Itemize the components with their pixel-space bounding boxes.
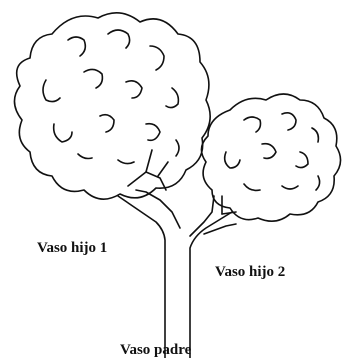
left-canopy-outline (13, 12, 211, 200)
left-canopy-inner-line (83, 68, 104, 89)
left-canopy-inner-line (52, 123, 73, 143)
parent-vessel-right-wall (189, 211, 233, 358)
child-vessel-2-upper-wall (189, 195, 215, 237)
child-vessel-2-label: Vaso hijo 2 (215, 264, 286, 280)
parent-vessel-left-wall (117, 195, 166, 358)
left-canopy-inner-line (149, 45, 165, 71)
right-canopy-inner-line (295, 151, 309, 169)
left-canopy-inner-line (125, 80, 143, 99)
left-canopy-inner-line (67, 36, 87, 57)
child-vessel-1-twig (157, 161, 169, 177)
child-vessel-1-lower-wall (135, 189, 181, 229)
child-vessel-2-lower-wall (203, 223, 237, 235)
left-canopy-inner-line (99, 113, 115, 133)
child-vessel-1-label: Vaso hijo 1 (37, 240, 108, 256)
right-canopy-inner-line (281, 185, 299, 190)
right-canopy-outline (200, 93, 342, 222)
left-canopy-inner-line (175, 139, 180, 157)
right-canopy-inner-line (311, 127, 320, 143)
left-canopy-inner-line (145, 122, 161, 142)
left-canopy-inner-line (77, 153, 93, 160)
right-canopy-inner-line (281, 112, 297, 131)
right-canopy-inner-line (243, 183, 261, 192)
child-vessel-1-upper-wall (127, 149, 153, 187)
left-canopy-inner-line (42, 79, 61, 103)
right-canopy-inner-line (243, 116, 262, 133)
child-vessel-2-twig (221, 211, 237, 215)
right-canopy-inner-line (315, 175, 321, 191)
child-vessel-1-twig (145, 171, 167, 191)
right-canopy-inner-line (261, 142, 277, 160)
right-canopy-inner-line (223, 151, 241, 169)
left-canopy-inner-line (165, 87, 180, 109)
left-canopy-inner-line (107, 29, 131, 49)
left-canopy-inner-line (117, 159, 135, 165)
parent-vessel-label: Vaso padre (120, 342, 192, 358)
